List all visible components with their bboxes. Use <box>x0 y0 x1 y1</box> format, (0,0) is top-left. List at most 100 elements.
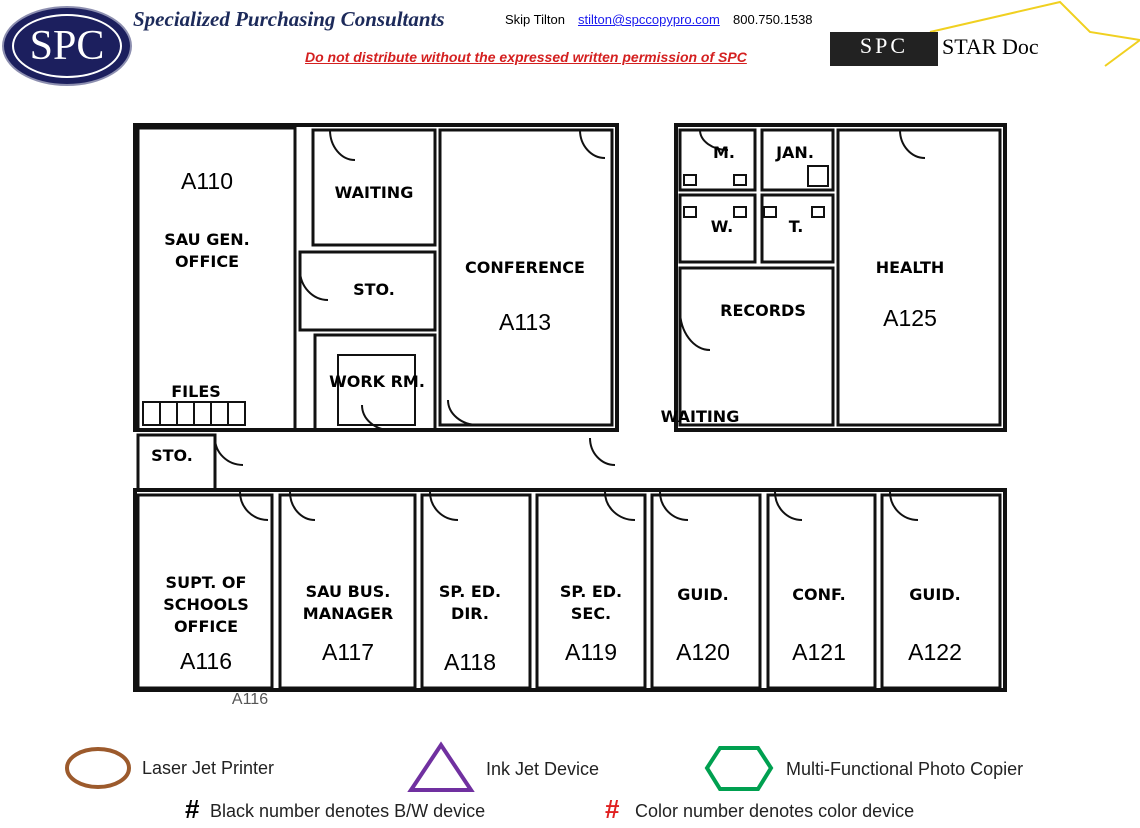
legend-copier-label: Multi-Functional Photo Copier <box>786 759 1024 779</box>
room-wall <box>650 493 762 690</box>
file-cabinet <box>227 401 246 426</box>
door-swing-icon <box>429 491 459 521</box>
distribution-warning: Do not distribute without the expressed … <box>305 49 747 65</box>
door-swing-icon <box>899 129 926 159</box>
file-cabinets <box>142 401 246 426</box>
wall-east-block <box>674 123 1007 432</box>
door-swing-icon <box>699 129 729 151</box>
door-swing-icon <box>447 399 479 426</box>
room-wall <box>760 128 835 192</box>
room-name-label: W. <box>711 217 733 236</box>
room-wall <box>678 128 757 192</box>
star-outline-icon <box>929 0 1140 67</box>
contact-email-link[interactable]: stilton@spccopypro.com <box>578 12 720 27</box>
room-wall <box>880 493 1002 690</box>
door-swing-icon <box>361 404 391 431</box>
files-label: FILES <box>171 382 221 401</box>
room-wall <box>438 128 614 427</box>
room-name-label: MANAGER <box>303 604 393 623</box>
door-swing-icon <box>604 491 636 521</box>
room-number-label: A113 <box>499 309 551 335</box>
file-cabinet <box>176 401 195 426</box>
bw-symbol: # <box>185 794 200 824</box>
fixture-icon <box>683 174 697 186</box>
laser-printer-ellipse-icon <box>65 747 131 789</box>
room-wall <box>298 250 437 332</box>
door-swing-icon <box>239 491 269 521</box>
door-swing-icon <box>289 491 316 521</box>
room-name-label: STO. <box>151 446 193 465</box>
color-symbol: # <box>605 794 620 824</box>
fixture-icon <box>733 174 747 186</box>
copier-hexagon-icon <box>704 746 774 791</box>
stray-room-label: A116 <box>232 691 268 708</box>
room-name-label: T. <box>789 217 804 236</box>
room-name-label: GUID. <box>909 585 960 604</box>
fixture-icon <box>683 206 697 218</box>
room-name-label: RECORDS <box>720 301 806 320</box>
star-doc-logo: SPC STAR Doc <box>830 0 1140 70</box>
room-name-label: SEC. <box>571 604 611 623</box>
contact-phone: 800.750.1538 <box>733 12 813 27</box>
janitor-sink-icon <box>807 165 829 187</box>
room-wall <box>535 493 647 690</box>
door-swing-icon <box>329 129 356 161</box>
room-name-label: JAN. <box>775 143 814 162</box>
room-name-label: M. <box>713 143 735 162</box>
room-number-label: A121 <box>792 639 846 665</box>
room-name-label: OFFICE <box>175 252 239 271</box>
door-swing-icon <box>299 269 329 301</box>
room-name-label: STO. <box>353 280 395 299</box>
door-swing-icon <box>579 129 606 159</box>
room-name-label: GUID. <box>677 585 728 604</box>
file-cabinet <box>142 401 161 426</box>
room-wall <box>313 333 437 432</box>
color-legend-text: Color number denotes color device <box>635 801 915 821</box>
company-name: Specialized Purchasing Consultants <box>133 7 445 31</box>
inkjet-triangle-icon <box>407 741 475 792</box>
fixture-icon <box>733 206 747 218</box>
door-swing-icon <box>589 437 616 466</box>
room-name-label: SP. ED. <box>439 582 501 601</box>
wall-south-block <box>133 488 1007 692</box>
spc-logo-text: SPC <box>12 14 122 78</box>
spc-logo: SPC <box>2 6 132 86</box>
file-cabinet <box>159 401 178 426</box>
room-wall <box>136 433 217 492</box>
file-cabinet <box>193 401 212 426</box>
star-doc-spc: SPC <box>830 32 938 66</box>
room-name-label: SAU GEN. <box>164 230 250 249</box>
room-name-label: OFFICE <box>174 617 238 636</box>
door-swing-icon <box>659 491 689 521</box>
fixture-icon <box>763 206 777 218</box>
room-name-label: DIR. <box>451 604 489 623</box>
door-swing-icon <box>774 491 803 521</box>
room-wall <box>278 493 417 690</box>
room-number-label: A122 <box>908 639 962 665</box>
door-swing-icon <box>214 437 244 466</box>
room-wall <box>420 493 532 690</box>
room-name-label: SAU BUS. <box>306 582 391 601</box>
bw-legend-text: Black number denotes B/W device <box>210 801 486 821</box>
legend-inkjet-label: Ink Jet Device <box>486 759 600 779</box>
room-number-label: A119 <box>565 639 617 665</box>
door-swing-icon <box>889 491 919 521</box>
room-wall <box>311 128 437 247</box>
room-wall <box>678 193 757 264</box>
stair-box <box>337 354 416 426</box>
room-name-label: WORK RM. <box>329 372 425 391</box>
contact-name: Skip Tilton <box>505 12 565 27</box>
room-wall <box>836 128 1002 427</box>
room-number-label: A125 <box>883 305 937 331</box>
legend-laser-label: Laser Jet Printer <box>142 758 275 778</box>
star-doc-title: STAR Doc <box>942 34 1039 59</box>
room-number-label: A118 <box>444 649 496 675</box>
room-number-label: A110 <box>181 168 233 194</box>
file-cabinet <box>210 401 229 426</box>
room-number-label: A116 <box>180 648 232 674</box>
room-name-label: SUPT. OF <box>166 573 247 592</box>
room-name-label: HEALTH <box>876 258 945 277</box>
room-number-label: A117 <box>322 639 374 665</box>
door-swing-icon <box>679 309 711 351</box>
room-name-label: SP. ED. <box>560 582 622 601</box>
